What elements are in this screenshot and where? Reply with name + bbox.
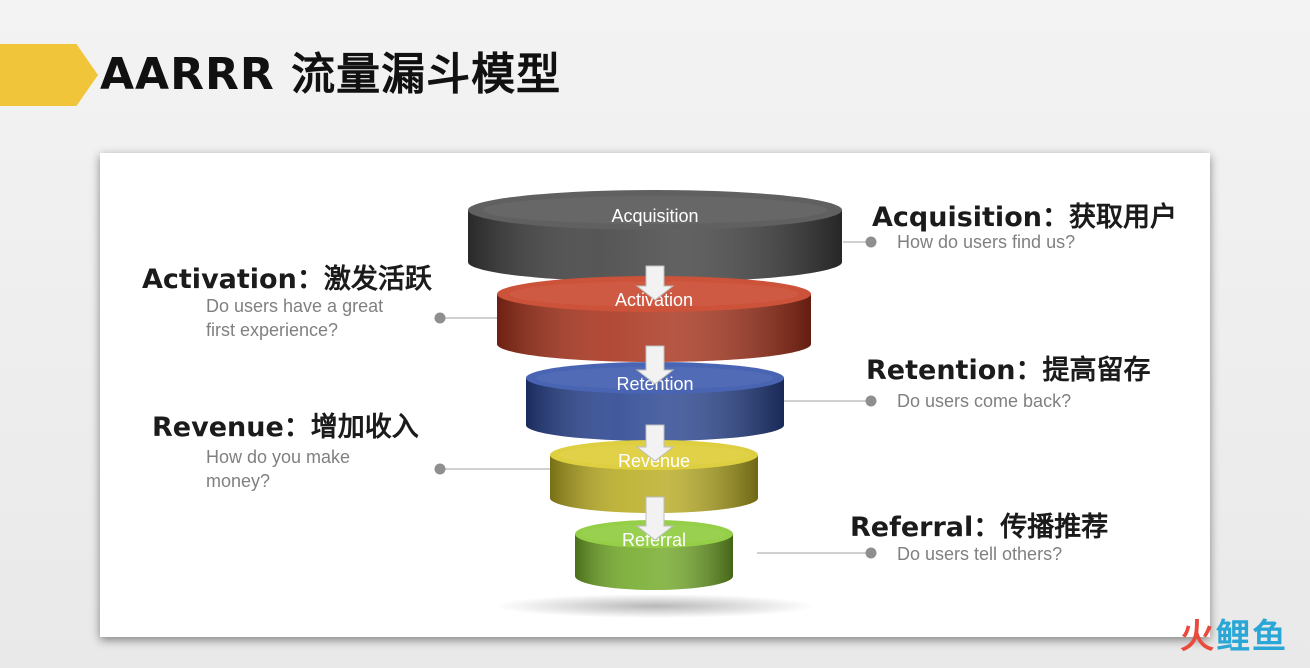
connector-dot-revenue [434, 463, 446, 475]
funnel-tier-referral: Referral [575, 520, 733, 590]
title-accent-band [0, 44, 98, 106]
funnel-arrow-1 [635, 265, 675, 301]
funnel-arrow-4 [635, 496, 675, 541]
brand-watermark: 火鲤鱼 [1180, 617, 1288, 657]
tier-label-referral: Referral [622, 530, 686, 550]
activation-heading: Activation：激发活跃 [142, 264, 432, 295]
page-title: AARRR 流量漏斗模型 [100, 49, 562, 100]
tier-label-acquisition: Acquisition [611, 206, 698, 226]
connector-dot-retention [865, 395, 877, 407]
funnel-tier-retention: Retention [526, 362, 784, 441]
tier-label-revenue: Revenue [618, 451, 690, 471]
retention-heading: Retention：提高留存 [866, 355, 1151, 386]
funnel-tier-activation: Activation [497, 276, 811, 362]
referral-heading: Referral：传播推荐 [850, 512, 1109, 543]
funnel-tier-acquisition: Acquisition [468, 190, 842, 282]
acquisition-desc: How do users find us? [897, 232, 1076, 252]
funnel-tiers: AcquisitionActivationRetentionRevenueRef… [468, 190, 842, 590]
funnel-arrow-2 [635, 345, 675, 385]
connector-lines [434, 236, 877, 559]
acquisition-heading: Acquisition：获取用户 [872, 202, 1177, 233]
revenue-desc: How do you make money? [206, 447, 351, 491]
revenue-heading: Revenue：增加收入 [152, 412, 419, 443]
funnel-arrows [635, 265, 675, 541]
connector-dot-acquisition [865, 236, 877, 248]
funnel-arrow-3 [635, 424, 675, 462]
activation-desc: Do users have a great first experience? [206, 296, 384, 340]
referral-desc: Do users tell others? [897, 544, 1063, 564]
funnel-tier-revenue: Revenue [550, 440, 758, 513]
retention-desc: Do users come back? [897, 391, 1072, 411]
connector-dot-activation [434, 312, 446, 324]
funnel-shadow [495, 594, 815, 618]
tier-label-activation: Activation [615, 290, 693, 310]
connector-dot-referral [865, 547, 877, 559]
